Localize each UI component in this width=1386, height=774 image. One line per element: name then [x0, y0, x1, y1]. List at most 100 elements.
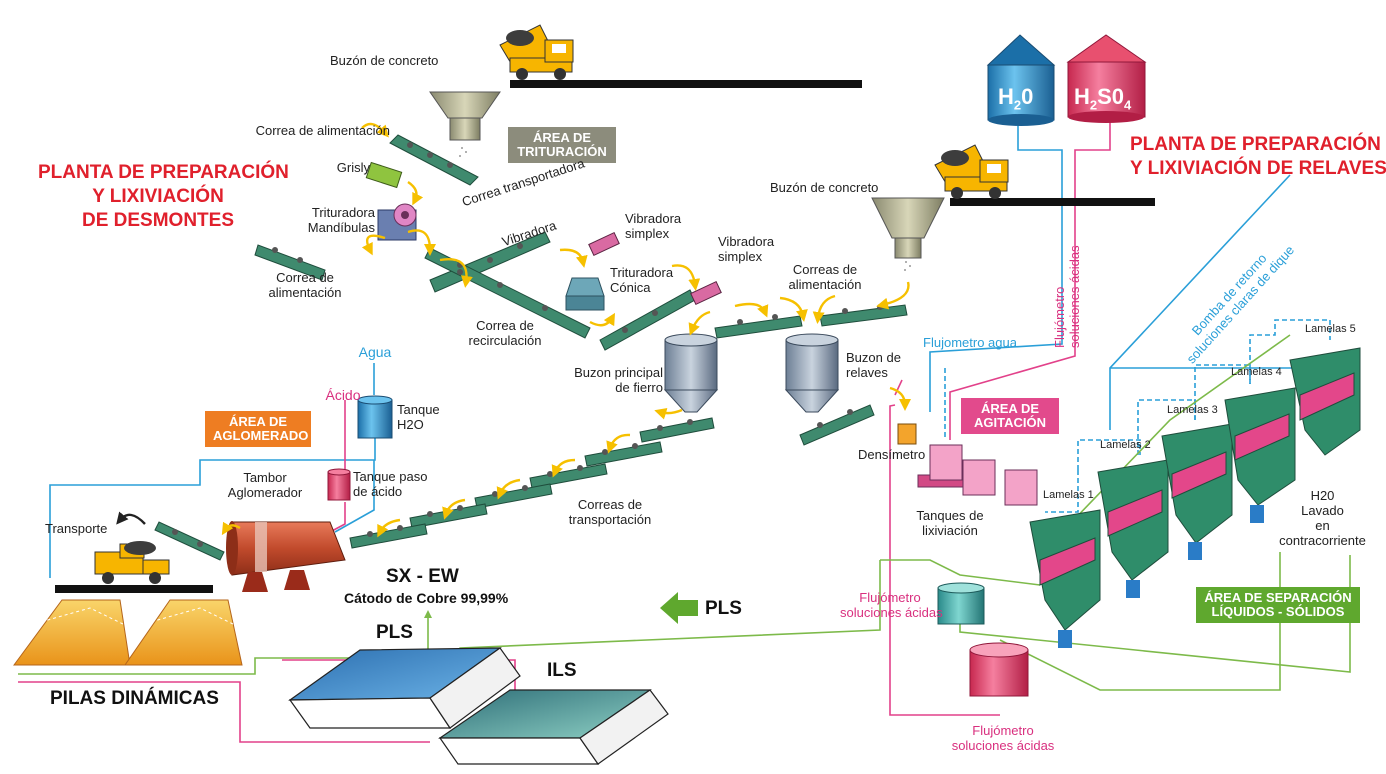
water-lines — [49, 115, 1300, 578]
h2so4-sub4: 4 — [1124, 97, 1132, 113]
label-correa-alimentacion-left-2: alimentación — [268, 285, 342, 300]
area-aglomerado-tag: ÁREA DE AGLOMERADO — [205, 411, 311, 447]
pond-pls — [288, 647, 521, 729]
h2o-o: 0 — [1021, 84, 1034, 109]
label-sxew: SX - EW — [386, 566, 459, 587]
buzon-relaves — [784, 333, 840, 413]
vibradora-simplex-2 — [690, 280, 722, 306]
label-flujometro-mid: Flujómetro soluciones ácidas — [840, 590, 943, 620]
label-buzon-concreto-top: Buzón de concreto — [330, 53, 439, 68]
label-lamelas-2: Lamelas 2 — [1100, 439, 1151, 451]
label-correa-alimentacion-top: Correa de alimentación — [255, 123, 390, 138]
area-separacion-tag: ÁREA DE SEPARACIÓN LÍQUIDOS - SÓLIDOS — [1196, 587, 1360, 623]
label-flujometro-mid-2: soluciones ácidas — [840, 605, 943, 620]
label-h2o-lavado-3: en — [1315, 518, 1330, 533]
label-pilas-dinamicas: PILAS DINÁMICAS — [50, 688, 219, 709]
label-lamelas-5: Lamelas 5 — [1305, 323, 1356, 335]
label-pls-pond: PLS — [376, 622, 413, 643]
title-left-2: Y LIXIVIACIÓN — [92, 186, 224, 207]
label-trituradora-conica-2: Cónica — [610, 280, 651, 295]
title-right-1: PLANTA DE PREPARACIÓN — [1130, 134, 1381, 155]
area-agitacion-line1: ÁREA DE — [980, 401, 1040, 416]
label-correas-alimentacion-1: Correas de — [792, 262, 858, 277]
label-vibradora-simplex-1: Vibradora simplex — [625, 211, 695, 241]
h2so4-sub2: 2 — [1089, 97, 1098, 113]
h2o-h: H — [998, 84, 1014, 109]
label-transporte: Transporte — [45, 521, 108, 536]
grisly-screen — [365, 161, 403, 189]
label-flujometro-agua: Flujometro agua — [923, 335, 1017, 350]
area-trituracion-line2: TRITURACIÓN — [517, 144, 607, 159]
h2so4-so: S0 — [1097, 84, 1125, 109]
area-agitacion-tag: ÁREA DE AGITACIÓN — [961, 398, 1059, 434]
label-flujometro-mid-1: Flujómetro — [859, 590, 921, 605]
label-tambor-aglomerador: Tambor Aglomerador — [220, 470, 310, 500]
flujometro-tank-teal — [937, 582, 985, 625]
label-tambor-1: Tambor — [243, 470, 287, 485]
label-correa-alimentacion-left: Correa de alimentación — [250, 270, 360, 300]
label-tanque-acido-2: de ácido — [353, 484, 403, 499]
label-trituradora-mandibulas-2: Mandíbulas — [307, 220, 375, 235]
label-buzon-relaves: Buzon de relaves — [846, 350, 916, 380]
label-trituradora-conica: Trituradora Cónica — [610, 265, 690, 295]
label-buzon-relaves-2: relaves — [846, 365, 888, 380]
label-h2o-tank: H20 — [998, 84, 1033, 112]
label-correas-transportacion-2: transportación — [568, 512, 652, 527]
label-h2o-lavado: H20 Lavado en contracorriente — [1265, 488, 1380, 548]
label-correas-alimentacion-2: alimentación — [788, 277, 862, 292]
label-tanques-lixiviacion-2: lixiviación — [922, 523, 978, 538]
label-flujometro-vertical-1: Flujómetro — [1052, 286, 1067, 348]
tanques-lixiviacion — [917, 444, 1038, 506]
label-catodo-cobre: Cátodo de Cobre 99,99% — [344, 590, 509, 606]
dump-truck-top — [499, 24, 862, 88]
label-ils-pond: ILS — [547, 660, 577, 681]
label-buzon-fierro-2: de fierro — [615, 380, 663, 395]
dump-truck-right — [934, 144, 1155, 206]
lamelas-dashed-lines — [944, 319, 1331, 513]
label-tanques-lixiviacion: Tanques de lixiviación — [910, 508, 990, 538]
label-correas-transportacion: Correas de transportación — [555, 497, 665, 527]
label-vibradora-simplex-1-b: simplex — [625, 226, 670, 241]
pilas-dinamicas — [13, 599, 243, 666]
hopper-top — [429, 91, 501, 141]
label-tanque-acido: Tanque paso de ácido — [353, 469, 443, 499]
label-tanques-lixiviacion-1: Tanques de — [916, 508, 984, 523]
jaw-crusher — [377, 203, 417, 241]
label-vibradora-simplex-2: Vibradora simplex — [718, 234, 788, 264]
label-h2o-lavado-1: H20 — [1310, 488, 1335, 503]
label-lamelas-4: Lamelas 4 — [1231, 366, 1282, 378]
label-trituradora-conica-1: Trituradora — [610, 265, 674, 280]
label-flujometro-vertical-2: soluciones ácidas — [1067, 245, 1082, 348]
area-aglomerado-line1: ÁREA DE — [228, 414, 288, 429]
label-lamelas-1: Lamelas 1 — [1043, 489, 1094, 501]
title-left-3: DE DESMONTES — [81, 210, 235, 231]
label-trituradora-mandibulas: Trituradora Mandíbulas — [280, 205, 375, 235]
tanque-h2o — [357, 395, 393, 439]
cone-crusher — [565, 277, 605, 311]
title-right-2: Y LIXIVIACIÓN DE RELAVES — [1130, 158, 1386, 179]
label-flujometro-bottom-1: Flujómetro — [972, 723, 1034, 738]
label-agua: Agua — [358, 344, 392, 360]
area-trituracion-line1: ÁREA DE — [532, 130, 592, 145]
label-tanque-h2o-2: H2O — [397, 417, 424, 432]
h2so4-storage-tank — [1066, 34, 1147, 123]
label-flujometro-bottom: Flujómetro soluciones ácidas — [948, 723, 1058, 753]
hopper-right — [871, 197, 945, 259]
label-vibradora-simplex-2-b: simplex — [718, 249, 763, 264]
area-separacion-line1: ÁREA DE SEPARACIÓN — [1204, 590, 1352, 605]
flow-arrows — [221, 122, 911, 538]
label-correa-recirculacion-2: recirculación — [468, 333, 542, 348]
tanque-acido — [327, 468, 351, 501]
label-acido: Ácido — [325, 387, 361, 403]
label-buzon-concreto-right: Buzón de concreto — [770, 180, 879, 195]
label-tanque-h2o-1: Tanque — [397, 402, 440, 417]
pond-ils — [438, 689, 669, 765]
pls-arrow — [660, 592, 698, 624]
label-correas-transportacion-1: Correas de — [577, 497, 643, 512]
area-separacion-line2: LÍQUIDOS - SÓLIDOS — [1211, 604, 1345, 619]
label-correa-recirculacion-1: Correa de — [476, 318, 534, 333]
densimetro — [897, 423, 917, 445]
h2o-storage-tank — [986, 34, 1056, 126]
conveyor-rock-bumps — [172, 142, 883, 547]
transport-truck — [55, 541, 213, 593]
